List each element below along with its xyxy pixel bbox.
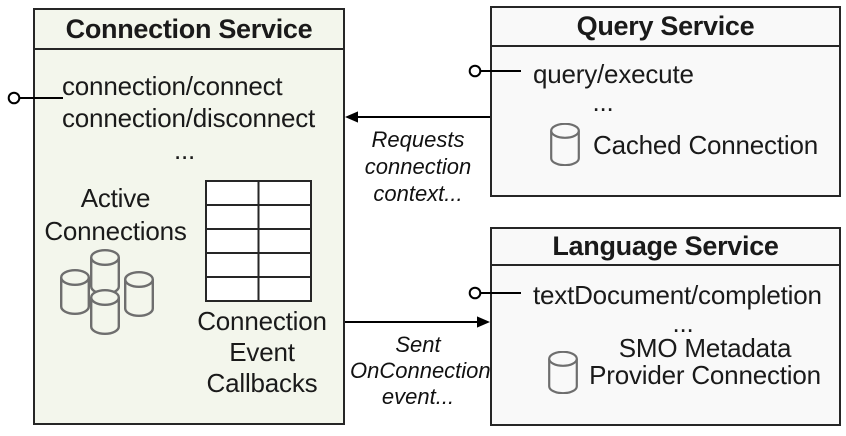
connection-service-endpoints: connection/connect connection/disconnect… xyxy=(62,70,316,166)
connection-service-box: Connection Service connection/connect co… xyxy=(33,8,345,425)
connection-endpoints-ellipsis: ... xyxy=(173,135,196,165)
query-service-box: Query Service query/execute ... Cached C… xyxy=(490,6,841,197)
language-endpoints-ellipsis: ... xyxy=(672,308,694,338)
language-service-title: Language Service xyxy=(492,229,839,266)
smo-metadata-provider-label: SMO Metadata Provider Connection xyxy=(589,333,821,390)
connection-event-callbacks-label: Connection Event Callbacks xyxy=(197,306,327,398)
active-connections-label: Active Connections xyxy=(44,183,187,246)
language-service-endpoints: textDocument/completion ... xyxy=(533,281,833,337)
sent-event-annotation: Sent OnConnection event... xyxy=(350,332,491,409)
query-service-endpoints: query/execute ... xyxy=(533,59,694,117)
endpoint-connection-connect: connection/connect xyxy=(62,71,283,101)
endpoint-connection-disconnect: connection/disconnect xyxy=(62,103,316,133)
endpoint-query-execute: query/execute xyxy=(533,59,694,89)
database-cylinder-icon xyxy=(548,351,578,394)
callback-table-icon xyxy=(205,180,312,302)
language-service-box: Language Service textDocument/completion… xyxy=(490,227,841,426)
connection-service-title: Connection Service xyxy=(35,10,343,50)
database-cylinder-icon xyxy=(550,123,580,166)
endpoint-textdocument-completion: textDocument/completion xyxy=(533,280,822,310)
cached-connection-label: Cached Connection xyxy=(593,130,818,160)
sent-event-arrow xyxy=(345,316,490,328)
query-service-title: Query Service xyxy=(492,8,839,47)
requests-annotation: Requests connection context... xyxy=(364,127,472,206)
query-endpoints-ellipsis: ... xyxy=(592,87,614,117)
database-cluster-icon xyxy=(59,248,155,335)
requests-arrow xyxy=(345,111,490,123)
